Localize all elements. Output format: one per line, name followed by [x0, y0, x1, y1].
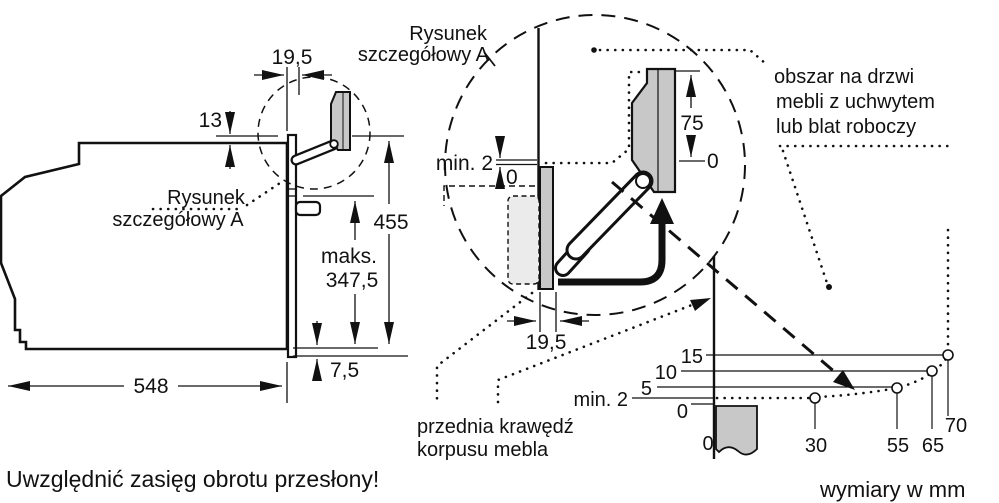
front-edge-note-line2: korpusu mebla: [417, 439, 549, 461]
leader-dashed-arrowhead: [833, 370, 855, 390]
dim-min-2: min. 2: [436, 152, 493, 175]
oven-door-light: [507, 195, 540, 285]
clearance-curve: [816, 348, 950, 399]
graph-x-30: 30: [805, 435, 827, 457]
door-latch: [294, 200, 322, 217]
clearance-graph: 15 10 5 min. 2 0 0 30 55 65 70: [574, 256, 967, 459]
dim-13: 13: [199, 109, 222, 132]
detail-a-title-line1: Rysunek: [409, 23, 488, 45]
detail-a-circle-big: [444, 14, 746, 316]
point-55-5: [891, 382, 903, 394]
area-note-line2: mebli z uchwytem: [776, 91, 935, 113]
oven-side-view: 13 19,5 455 maks. 347,5 7,5 548 Rysunek …: [0, 46, 409, 403]
cabinet-strip: [715, 405, 758, 456]
graph-y-15: 15: [681, 346, 703, 368]
graph-y-10: 10: [655, 362, 677, 384]
graph-x-70: 70: [945, 415, 967, 437]
area-note-line1: obszar na drzwi: [774, 66, 914, 88]
area-note-leader: [598, 48, 768, 66]
units-caption: wymiary w mm: [819, 477, 965, 502]
annotations: obszar na drzwi mebli z uchwytem lub bla…: [417, 47, 954, 461]
dim-zero-right: 0: [707, 150, 719, 173]
dim-19-5-top: 19,5: [272, 46, 313, 69]
point-65-10: [926, 365, 938, 377]
leader-dashed-bold: [611, 180, 844, 381]
front-edge-leader-left: [435, 291, 534, 404]
door-swing-arrow: [558, 222, 666, 286]
graph-y-min2: min. 2: [574, 389, 628, 411]
furniture-door-small: [330, 91, 351, 151]
point-70-15: [942, 349, 954, 361]
door-swing-arrowhead: [650, 198, 674, 224]
graph-x-65: 65: [922, 435, 944, 457]
detail-a-title-line2: szczegółowy A: [358, 44, 490, 66]
dim-548: 548: [133, 375, 168, 398]
front-edge-note-line1: przednia krawędź: [417, 416, 574, 438]
front-edge-leader-right: [496, 301, 699, 404]
oven-outline: [0, 141, 289, 351]
dim-347-5: 347,5: [326, 269, 379, 292]
detail-ref-line1: Rysunek: [167, 187, 246, 209]
area-note-line3: lub blat roboczy: [776, 116, 916, 138]
hinge-pivot-big: [635, 173, 651, 189]
detail-a-enlarged: Rysunek szczegółowy A min. 2 0 75 0: [358, 14, 855, 390]
leader-dot-start: [591, 47, 597, 53]
point-30-2: [809, 392, 821, 404]
area-note-drop: [781, 149, 829, 285]
oven-frame-strip: [539, 166, 554, 290]
hinge-pivot-small: [329, 139, 339, 149]
detail-a-circle-small: [257, 76, 371, 190]
graph-y-0: 0: [677, 401, 688, 423]
graph-x-0: 0: [702, 433, 713, 455]
front-edge-leader-arrowhead: [690, 298, 711, 311]
dim-7-5: 7,5: [330, 359, 359, 382]
dim-455: 455: [373, 211, 408, 234]
graph-y-5: 5: [641, 378, 652, 400]
dim-zero-top: 0: [506, 166, 518, 189]
leader-dot-end: [826, 284, 832, 290]
rotation-caption: Uwzględnić zasięg obrotu przesłony!: [6, 466, 379, 492]
oven-front-frame: [286, 133, 298, 359]
dim-19-5-detail: 19,5: [526, 331, 567, 354]
graph-x-55: 55: [887, 435, 909, 457]
dim-maks-label: maks.: [321, 245, 377, 268]
dim-75: 75: [680, 112, 703, 135]
detail-ref-line2: szczegółowy A: [112, 209, 244, 231]
